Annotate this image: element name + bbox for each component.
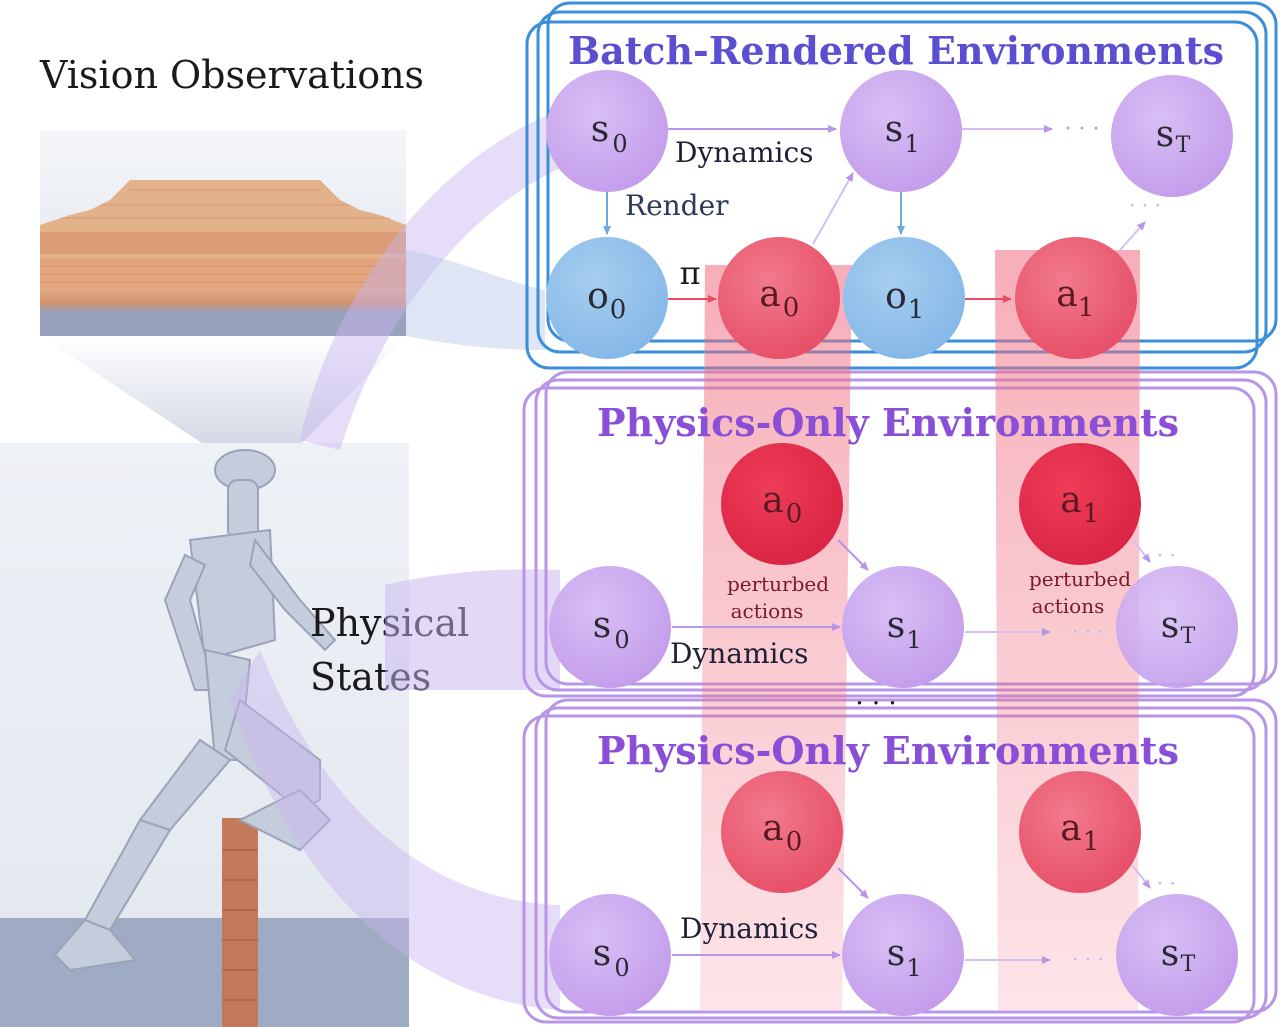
view-projection-left bbox=[40, 336, 406, 445]
svg-text:1: 1 bbox=[906, 626, 921, 654]
svg-text:0: 0 bbox=[786, 827, 803, 857]
svg-text:a: a bbox=[1060, 480, 1081, 521]
svg-text:0: 0 bbox=[612, 130, 627, 158]
obs-ribbon-blue bbox=[406, 250, 545, 350]
svg-text:a: a bbox=[759, 274, 780, 315]
svg-text:s: s bbox=[1156, 114, 1174, 155]
batch-node-o1: o 1 bbox=[843, 237, 965, 359]
arrow-a1-ellipsis bbox=[1119, 221, 1146, 251]
svg-text:s: s bbox=[593, 605, 611, 646]
p2-ellipsis-diag: · · · bbox=[1144, 871, 1176, 895]
svg-text:0: 0 bbox=[614, 954, 629, 982]
svg-text:s: s bbox=[1161, 605, 1179, 646]
svg-text:T: T bbox=[1181, 952, 1196, 977]
p2-node-sT: s T bbox=[1116, 894, 1238, 1016]
batch-node-a0: a 0 bbox=[718, 237, 840, 359]
batch-node-sT: s T bbox=[1111, 75, 1233, 197]
p1-node-s0: s 0 bbox=[549, 566, 671, 688]
state-ribbon-batch bbox=[300, 110, 580, 450]
p1-perturbed-a1-line1: perturbed bbox=[1029, 567, 1131, 591]
physics-panel-2-title: Physics-Only Environments bbox=[597, 728, 1179, 773]
state-ribbon-physics-2 bbox=[230, 650, 560, 1010]
robot-scene-image bbox=[0, 443, 409, 1027]
vision-observation-image bbox=[40, 130, 406, 336]
p1-ellipsis-diag: · · · bbox=[1144, 543, 1176, 567]
svg-text:a: a bbox=[762, 808, 783, 849]
p1-node-sT: s T bbox=[1116, 566, 1238, 688]
svg-text:s: s bbox=[1161, 933, 1179, 974]
physics-panel-1-title: Physics-Only Environments bbox=[597, 400, 1179, 445]
arrow-a0-s1 bbox=[812, 172, 854, 245]
batch-policy-label: π bbox=[679, 254, 700, 292]
batch-node-s1: s 1 bbox=[840, 70, 962, 192]
svg-text:1: 1 bbox=[906, 954, 921, 982]
vision-observations-label: Vision Observations bbox=[39, 53, 424, 97]
svg-text:1: 1 bbox=[908, 295, 925, 325]
p1-perturbed-a0-line2: actions bbox=[731, 599, 804, 623]
svg-text:0: 0 bbox=[783, 293, 800, 323]
svg-text:s: s bbox=[593, 933, 611, 974]
batch-panel-title: Batch-Rendered Environments bbox=[568, 28, 1224, 73]
svg-text:0: 0 bbox=[786, 499, 803, 529]
svg-text:o: o bbox=[885, 276, 907, 317]
svg-text:T: T bbox=[1176, 133, 1191, 158]
p1-arrow-a0-s1 bbox=[837, 539, 869, 571]
svg-text:T: T bbox=[1181, 624, 1196, 649]
svg-text:s: s bbox=[887, 933, 905, 974]
p1-node-a1: a 1 bbox=[1019, 443, 1141, 565]
svg-text:1: 1 bbox=[904, 130, 919, 158]
p2-node-a1: a 1 bbox=[1019, 771, 1141, 893]
p1-dynamics-label: Dynamics bbox=[670, 637, 809, 670]
svg-text:s: s bbox=[885, 109, 903, 150]
p1-perturbed-a1-line2: actions bbox=[1032, 594, 1105, 618]
physics-panel-1-frame bbox=[522, 370, 1278, 698]
svg-text:1: 1 bbox=[1078, 293, 1095, 323]
batch-ellipsis-diag: · · · bbox=[1129, 193, 1161, 217]
batch-node-s0: s 0 bbox=[546, 70, 668, 192]
svg-text:s: s bbox=[887, 605, 905, 646]
batch-ellipsis-top: · · · bbox=[1065, 117, 1100, 142]
batch-dynamics-label: Dynamics bbox=[675, 136, 814, 169]
state-ribbon-physics-1 bbox=[385, 569, 560, 690]
svg-text:s: s bbox=[591, 109, 609, 150]
p1-ellipsis-mid: · · · bbox=[1072, 619, 1104, 643]
p2-arrow-a0-s1 bbox=[837, 867, 869, 899]
between-panels-ellipsis: · · · bbox=[855, 689, 896, 719]
batch-render-label: Render bbox=[625, 189, 729, 222]
p2-node-s1: s 1 bbox=[842, 894, 964, 1016]
p2-ellipsis-mid: · · · bbox=[1072, 947, 1104, 971]
p2-dynamics-label: Dynamics bbox=[680, 912, 819, 945]
svg-text:a: a bbox=[1060, 808, 1081, 849]
svg-text:0: 0 bbox=[614, 626, 629, 654]
svg-text:o: o bbox=[587, 276, 609, 317]
svg-text:1: 1 bbox=[1083, 499, 1100, 529]
svg-text:0: 0 bbox=[610, 295, 627, 325]
batch-node-a1: a 1 bbox=[1015, 237, 1137, 359]
p1-node-s1: s 1 bbox=[842, 566, 964, 688]
p2-node-s0: s 0 bbox=[549, 894, 671, 1016]
p2-node-a0: a 0 bbox=[721, 771, 843, 893]
p1-perturbed-a0-line1: perturbed bbox=[727, 572, 829, 596]
svg-text:a: a bbox=[762, 480, 783, 521]
p2-arrow-a1-sT bbox=[1132, 865, 1151, 889]
batch-node-o0: o 0 bbox=[546, 237, 668, 359]
svg-text:1: 1 bbox=[1083, 827, 1100, 857]
svg-text:a: a bbox=[1056, 274, 1077, 315]
p1-node-a0: a 0 bbox=[721, 443, 843, 565]
p1-arrow-a1-sT bbox=[1132, 539, 1151, 563]
